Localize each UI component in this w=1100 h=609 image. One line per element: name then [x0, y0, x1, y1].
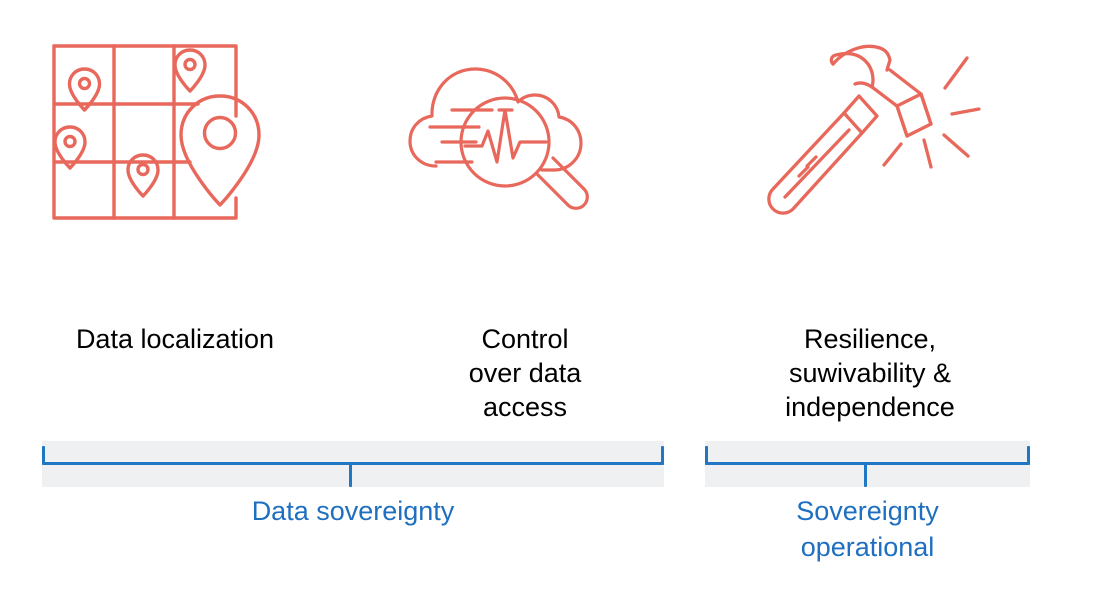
hammer-with-impact-sparks-icon: [745, 26, 990, 231]
bracket-band-top: [42, 441, 664, 462]
column-label-resilience-survivability-independence: Resilience, suwivability & independence: [785, 324, 955, 422]
bracket-sovereignty-operational: [705, 441, 1030, 487]
bracket-tick-middle: [864, 462, 867, 487]
bracket-tick-right: [661, 446, 664, 465]
bracket-tick-middle: [349, 462, 352, 487]
bracket-rail: [42, 462, 664, 465]
bracket-band-top: [705, 441, 1030, 462]
bracket-band-bottom: [42, 465, 664, 487]
bracket-tick-left: [42, 446, 45, 465]
column-label-data-localization: Data localization: [75, 324, 275, 354]
bracket-band-bottom: [705, 465, 1030, 487]
bracket-rail: [705, 462, 1030, 465]
bracket-tick-left: [705, 446, 708, 465]
bracket-caption-sovereignty-operational: Sovereignty operational: [796, 496, 939, 562]
cloud-with-magnifier-analytics-icon: [400, 38, 600, 223]
bracket-tick-right: [1027, 446, 1030, 465]
bracket-caption-data-sovereignty: Data sovereignty: [251, 496, 455, 526]
map-with-location-pins-icon: [40, 28, 270, 233]
column-label-control-over-data-access: Control over data access: [468, 324, 582, 422]
bracket-data-sovereignty: [42, 441, 664, 487]
